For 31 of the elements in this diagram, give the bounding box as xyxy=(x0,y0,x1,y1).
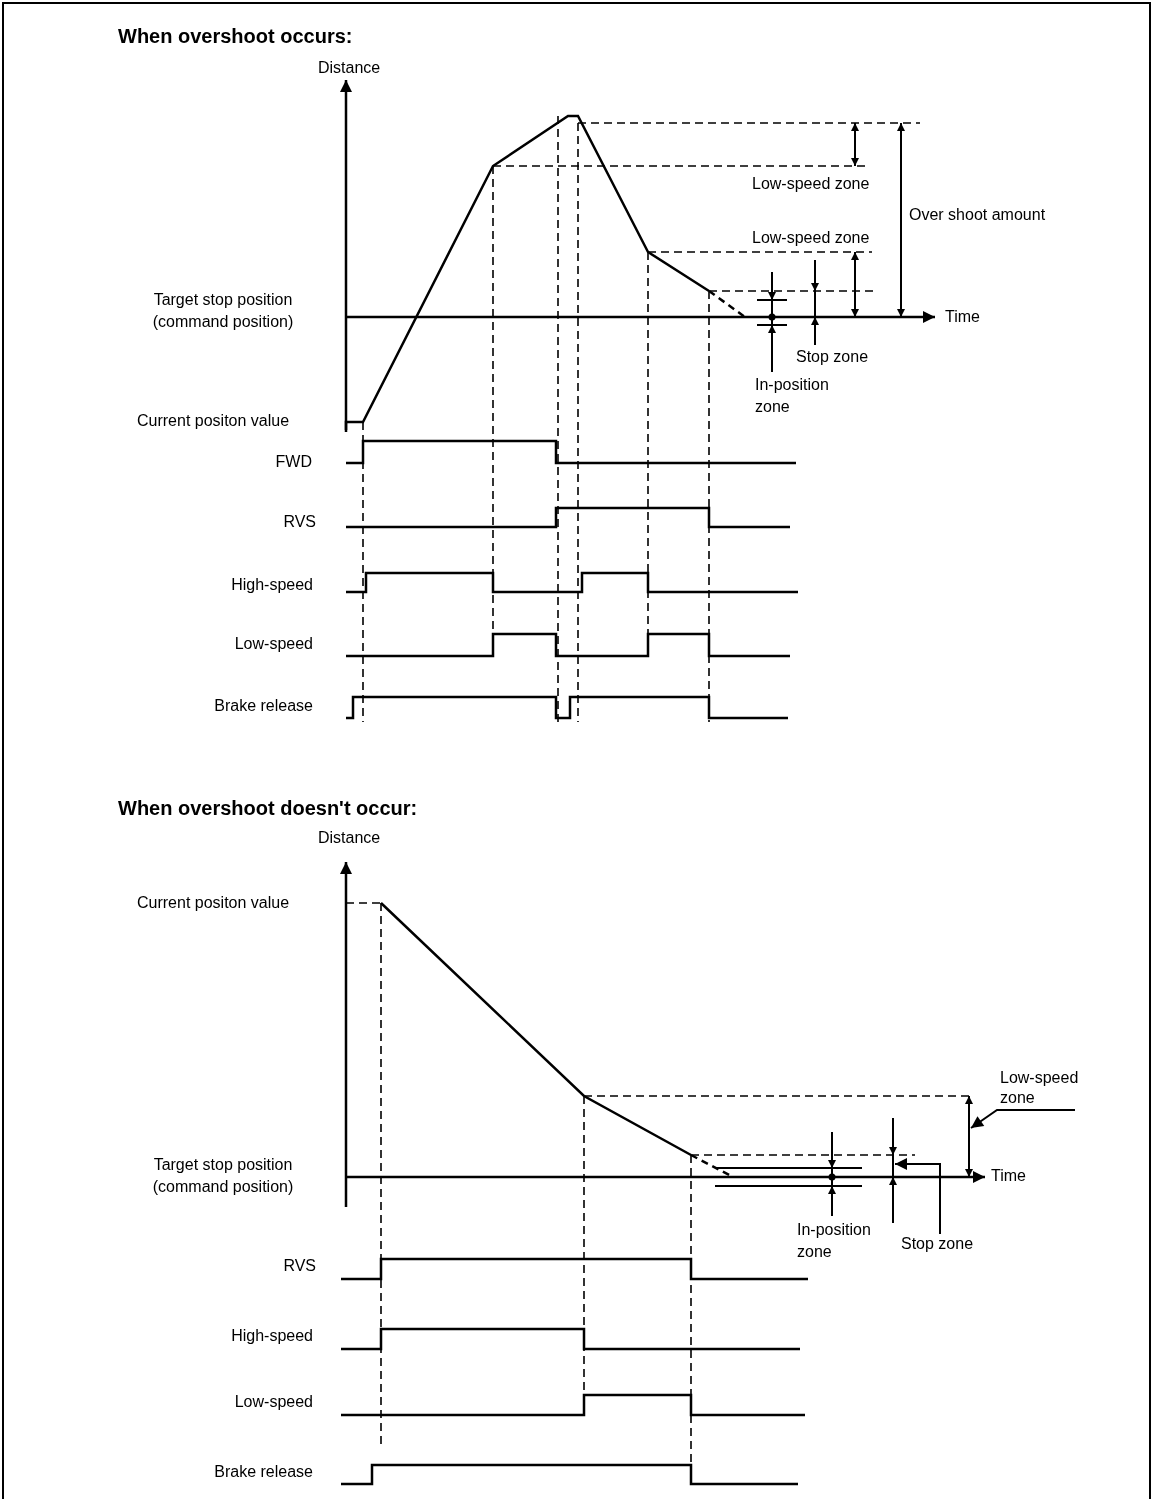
signal-label: High-speed xyxy=(230,1326,313,1346)
position-label: Current positon value xyxy=(137,893,291,913)
dimension-line xyxy=(965,1095,973,1178)
axis-label: Distance xyxy=(318,828,382,848)
signal-label: Brake release xyxy=(213,696,313,716)
axis-label: Time xyxy=(991,1166,1027,1186)
leader-line xyxy=(894,1158,941,1235)
chart-heading: When overshoot occurs: xyxy=(118,24,354,48)
signal-label: High-speed xyxy=(230,575,313,595)
signal-label: RVS xyxy=(282,1256,316,1276)
position-label: Target stop position (command position) xyxy=(151,290,295,332)
signal-label: Low-speed xyxy=(233,1392,313,1412)
zone-label: Low-speed zone xyxy=(1000,1068,1100,1108)
axis-label: Distance xyxy=(318,58,382,78)
zone-label: Stop zone xyxy=(796,347,870,367)
zone-label: In-position zone xyxy=(755,375,830,417)
leader-line xyxy=(970,1109,1076,1129)
dimension-label: Over shoot amount xyxy=(909,205,1047,225)
zone-label: Low-speed zone xyxy=(752,228,871,248)
signal-label: FWD xyxy=(274,452,312,472)
chart-heading: When overshoot doesn't occur: xyxy=(118,796,419,820)
zone-label: Stop zone xyxy=(901,1234,991,1254)
dimension-line xyxy=(889,1117,897,1224)
zone-label: Low-speed zone xyxy=(752,174,871,194)
signal-label: RVS xyxy=(282,512,316,532)
position-label: Target stop position (command position) xyxy=(151,1155,295,1197)
signal-label: Brake release xyxy=(213,1462,313,1482)
signal-label: Low-speed xyxy=(233,634,313,654)
axis-label: Time xyxy=(945,307,981,327)
position-label: Current positon value xyxy=(137,411,291,431)
zone-label: In-position zone xyxy=(797,1220,872,1262)
